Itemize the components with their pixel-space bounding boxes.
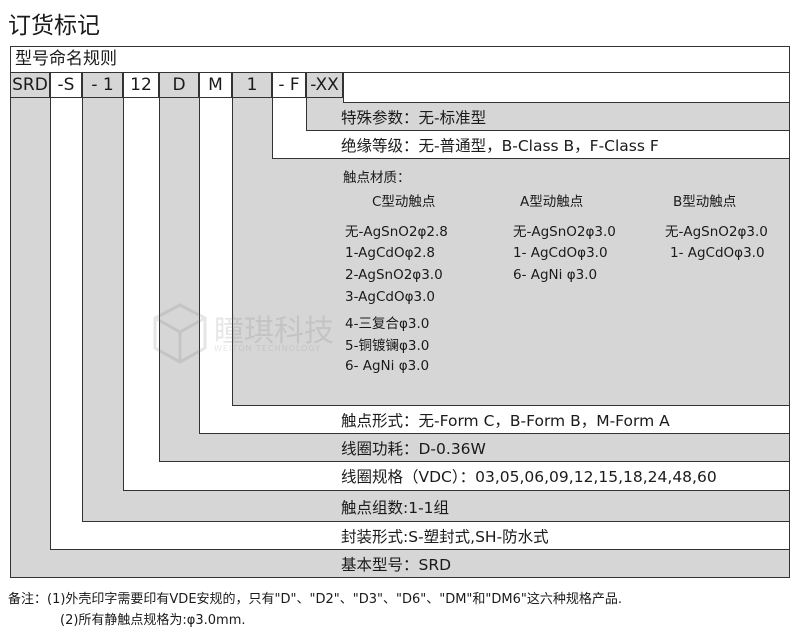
material-c-item: 无-AgSnO2φ2.8 [345, 224, 448, 240]
material-c-item: 4-三复合φ3.0 [345, 316, 430, 332]
label-contact-groups: 触点组数:1-1组 [341, 499, 450, 517]
code-contact-form: M [199, 72, 232, 98]
material-c-item: 6- AgNi φ3.0 [345, 358, 430, 374]
material-a-item: 1- AgCdOφ3.0 [513, 245, 608, 261]
label-base-model: 基本型号：SRD [341, 556, 452, 574]
material-col-a-header: A型动触点 [520, 194, 584, 210]
note-1: 备注：(1)外壳印字需要印有VDE安规的，只有"D"、"D2"、"D3"、"D6… [8, 592, 622, 607]
material-col-b-header: B型动触点 [673, 194, 737, 210]
material-label: 触点材质： [343, 170, 411, 186]
material-a-item: 6- AgNi φ3.0 [513, 267, 598, 283]
code-coil-power: D [159, 72, 199, 98]
material-c-item: 3-AgCdOφ3.0 [345, 289, 435, 305]
label-special: 特殊参数：无-标准型 [341, 109, 487, 127]
material-c-item: 5-铜镀镧φ3.0 [345, 338, 430, 354]
material-b-item: 无-AgSnO2φ3.0 [665, 224, 768, 240]
material-col-c-header: C型动触点 [372, 194, 436, 210]
code-package: -S [50, 72, 82, 98]
code-contact-groups: - 1 [82, 72, 123, 98]
code-material: 1 [232, 72, 272, 98]
material-c-item: 2-AgSnO2φ3.0 [345, 267, 443, 283]
label-coil-power: 线圈功耗：D-0.36W [341, 440, 486, 458]
material-b-item: 1- AgCdOφ3.0 [670, 245, 765, 261]
label-contact-form: 触点形式：无-Form C，B-Form B，M-Form A [341, 412, 670, 430]
material-c-item: 1-AgCdOφ2.8 [345, 245, 435, 261]
label-package: 封装形式:S-塑封式,SH-防水式 [341, 528, 549, 546]
block-top-filler [343, 72, 790, 103]
code-insulation: - F [272, 72, 306, 98]
label-coil-spec: 线圈规格（VDC）：03,05,06,09,12,15,18,24,48,60 [341, 468, 717, 486]
section-title: 型号命名规则 [10, 46, 790, 72]
code-special: -XX [306, 72, 343, 98]
code-coil-spec: 12 [123, 72, 159, 98]
page-title: 订货标记 [8, 13, 100, 39]
code-srd: SRD [10, 72, 50, 98]
note-2: (2)所有静触点规格为:φ3.0mm. [60, 613, 246, 628]
label-insulation: 绝缘等级：无-普通型，B-Class B，F-Class F [341, 137, 659, 155]
material-a-item: 无-AgSnO2φ3.0 [513, 224, 616, 240]
